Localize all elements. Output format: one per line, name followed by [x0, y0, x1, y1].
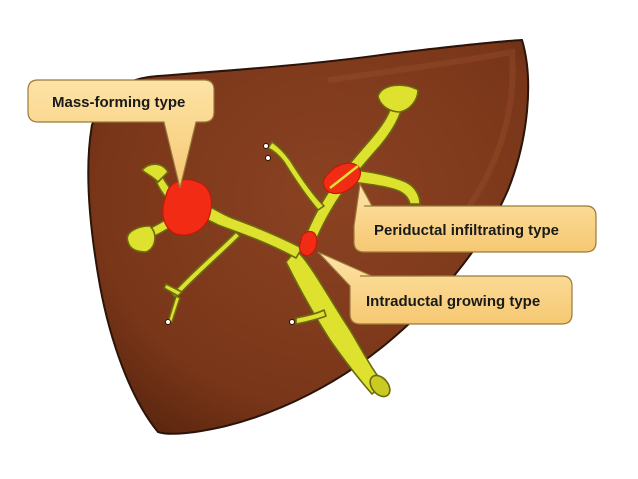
mass-forming-tumor: [162, 179, 213, 236]
callout-mass-forming: Mass-forming type: [27, 79, 215, 189]
duct-tip-lower: [289, 319, 295, 325]
callout-periductal-bubble: [353, 182, 597, 253]
periductal-duct-stripe: [329, 165, 359, 189]
callout-mass-forming-bubble: [27, 79, 215, 189]
duct-tip-upper: [263, 143, 269, 149]
duct-tip-upper-b: [265, 155, 271, 161]
left-upper-tip: [141, 163, 169, 183]
callout-intraductal: Intraductal growing type: [317, 251, 573, 325]
duct-tip-left: [165, 319, 171, 325]
intraductal-tumor: [298, 230, 318, 257]
callout-intraductal-bubble: [317, 251, 573, 325]
common-duct: [285, 249, 385, 395]
thin-branch-tip-b: [163, 283, 183, 297]
thin-branch: [171, 231, 241, 299]
right-hepatic-duct: [351, 169, 421, 205]
callout-periductal: Periductal infiltrating type: [353, 182, 597, 253]
left-bulb: [126, 225, 156, 253]
duct-opening: [369, 374, 391, 398]
lower-branch: [295, 309, 327, 325]
label-periductal: Periductal infiltrating type: [374, 222, 559, 239]
upper-left-branch: [267, 141, 325, 211]
label-intraductal: Intraductal growing type: [366, 293, 540, 310]
liver-highlight: [327, 48, 516, 208]
label-mass-forming: Mass-forming type: [52, 94, 185, 111]
upper-duct-end: [377, 84, 419, 113]
thin-branch-tip-a: [167, 295, 181, 323]
